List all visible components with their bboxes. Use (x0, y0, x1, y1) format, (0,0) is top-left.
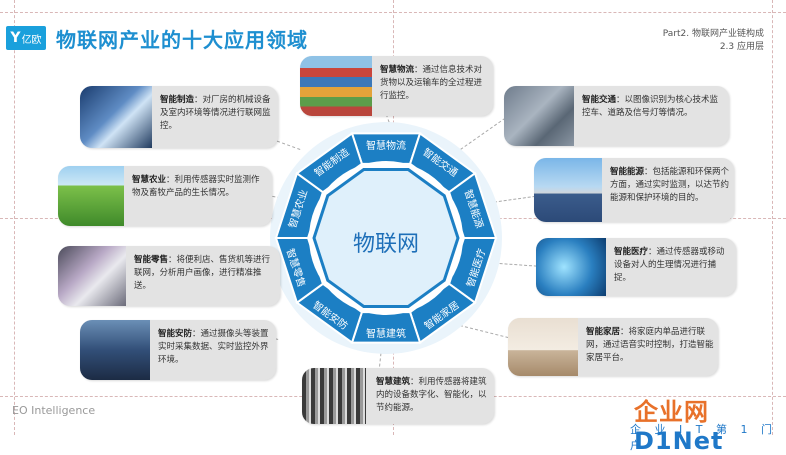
card-title: 智能能源 (610, 167, 645, 177)
card-medical: 智能医疗：通过传感器或移动设备对人的生理情况进行捕捉。 (536, 238, 736, 296)
card-title: 智能制造 (160, 95, 195, 105)
brand-part-a: 企业网 (634, 398, 709, 426)
center-label: 物联网 (352, 232, 419, 257)
card-desc: 对厂房的机械设备及室内环境等情况进行联网监控。 (160, 95, 271, 131)
application-ring (270, 122, 502, 354)
traffic-image (504, 86, 574, 146)
logo-mark-icon: Y (10, 30, 21, 46)
part-line-1: Part2. 物联网产业链构成 (662, 29, 764, 39)
skyscraper-image (302, 368, 366, 424)
card-desc: 通过传感器或移动设备对人的生理情况进行捕捉。 (614, 247, 725, 283)
guide-line (14, 0, 15, 435)
card-title: 智慧物流 (380, 65, 415, 75)
footer-source: EO Intelligence (12, 404, 96, 417)
card-security: 智能安防：通过摄像头等装置实时采集数据、实时监控外界环境。 (80, 320, 276, 380)
ring-segment (295, 131, 364, 194)
card-desc: 利用传感器将建筑内的设备数字化、智能化，以节约能源。 (376, 377, 487, 413)
ring-core (312, 168, 460, 308)
card-energy: 智能能源：包括能源和环保两个方面，通过实时监测，以达节约能源和保护环境的目的。 (534, 158, 734, 222)
segment-label: 智慧物流 (366, 140, 406, 152)
card-desc: 将便利店、售货机等进行联网，分析用户画像，进行精准推送。 (134, 255, 271, 291)
card-desc: 包括能源和环保两个方面，通过实时监测，以达节约能源和保护环境的目的。 (610, 167, 730, 203)
medical-tech-image (536, 238, 606, 296)
containers-image (300, 56, 372, 116)
card-desc: 通过信息技术对货物以及运输车的全过程进行监控。 (380, 65, 483, 101)
card-title: 智能零售 (134, 255, 169, 265)
card-title: 智能交通 (582, 95, 617, 105)
card-traffic: 智能交通：以图像识别为核心技术监控车、道路及信号灯等情况。 (504, 86, 729, 146)
card-desc: 将家庭内单品进行联网，通过语音实时控制，打造智能家居平台。 (586, 327, 714, 363)
card-title: 智慧农业 (132, 175, 167, 185)
card-desc: 利用传感器实时监测作物及畜牧产品的生长情况。 (132, 175, 260, 198)
logo-text: 亿欧 (21, 34, 42, 46)
guide-line (772, 0, 773, 435)
card-title: 智能家居 (586, 327, 621, 337)
card-agriculture: 智慧农业：利用传感器实时监测作物及畜牧产品的生长情况。 (58, 166, 272, 226)
part-line-2: 2.3 应用层 (719, 42, 764, 52)
card-title: 智慧建筑 (376, 377, 411, 387)
card-desc: 通过摄像头等装置实时采集数据、实时监控外界环境。 (158, 329, 269, 365)
camera-city-image (80, 320, 150, 380)
card-title: 智能医疗 (614, 247, 649, 257)
card-home: 智能家居：将家庭内单品进行联网，通过语音实时控制，打造智能家居平台。 (508, 318, 718, 376)
company-logo: Y 亿欧 (6, 26, 46, 50)
solar-plant-image (534, 158, 602, 222)
card-title: 智能安防 (158, 329, 193, 339)
card-building: 智慧建筑：利用传感器将建筑内的设备数字化、智能化，以节约能源。 (302, 368, 494, 424)
segment-label: 智慧建筑 (366, 328, 406, 340)
page-title: 物联网产业的十大应用领域 (56, 28, 308, 52)
card-retail: 智能零售：将便利店、售货机等进行联网，分析用户画像，进行精准推送。 (58, 246, 280, 306)
card-manufacturing: 智能制造：对厂房的机械设备及室内环境等情况进行联网监控。 (80, 86, 278, 148)
card-logistics: 智慧物流：通过信息技术对货物以及运输车的全过程进行监控。 (300, 56, 493, 116)
farmland-image (58, 166, 124, 226)
retail-store-image (58, 246, 126, 306)
watermark-subtitle: 企 业 I T 第 1 门 户 (630, 423, 777, 452)
living-room-image (508, 318, 578, 376)
section-indicator: Part2. 物联网产业链构成 2.3 应用层 (663, 28, 764, 54)
card-desc: 以图像识别为核心技术监控车、道路及信号灯等情况。 (582, 95, 719, 118)
robot-arm-image (80, 86, 152, 148)
